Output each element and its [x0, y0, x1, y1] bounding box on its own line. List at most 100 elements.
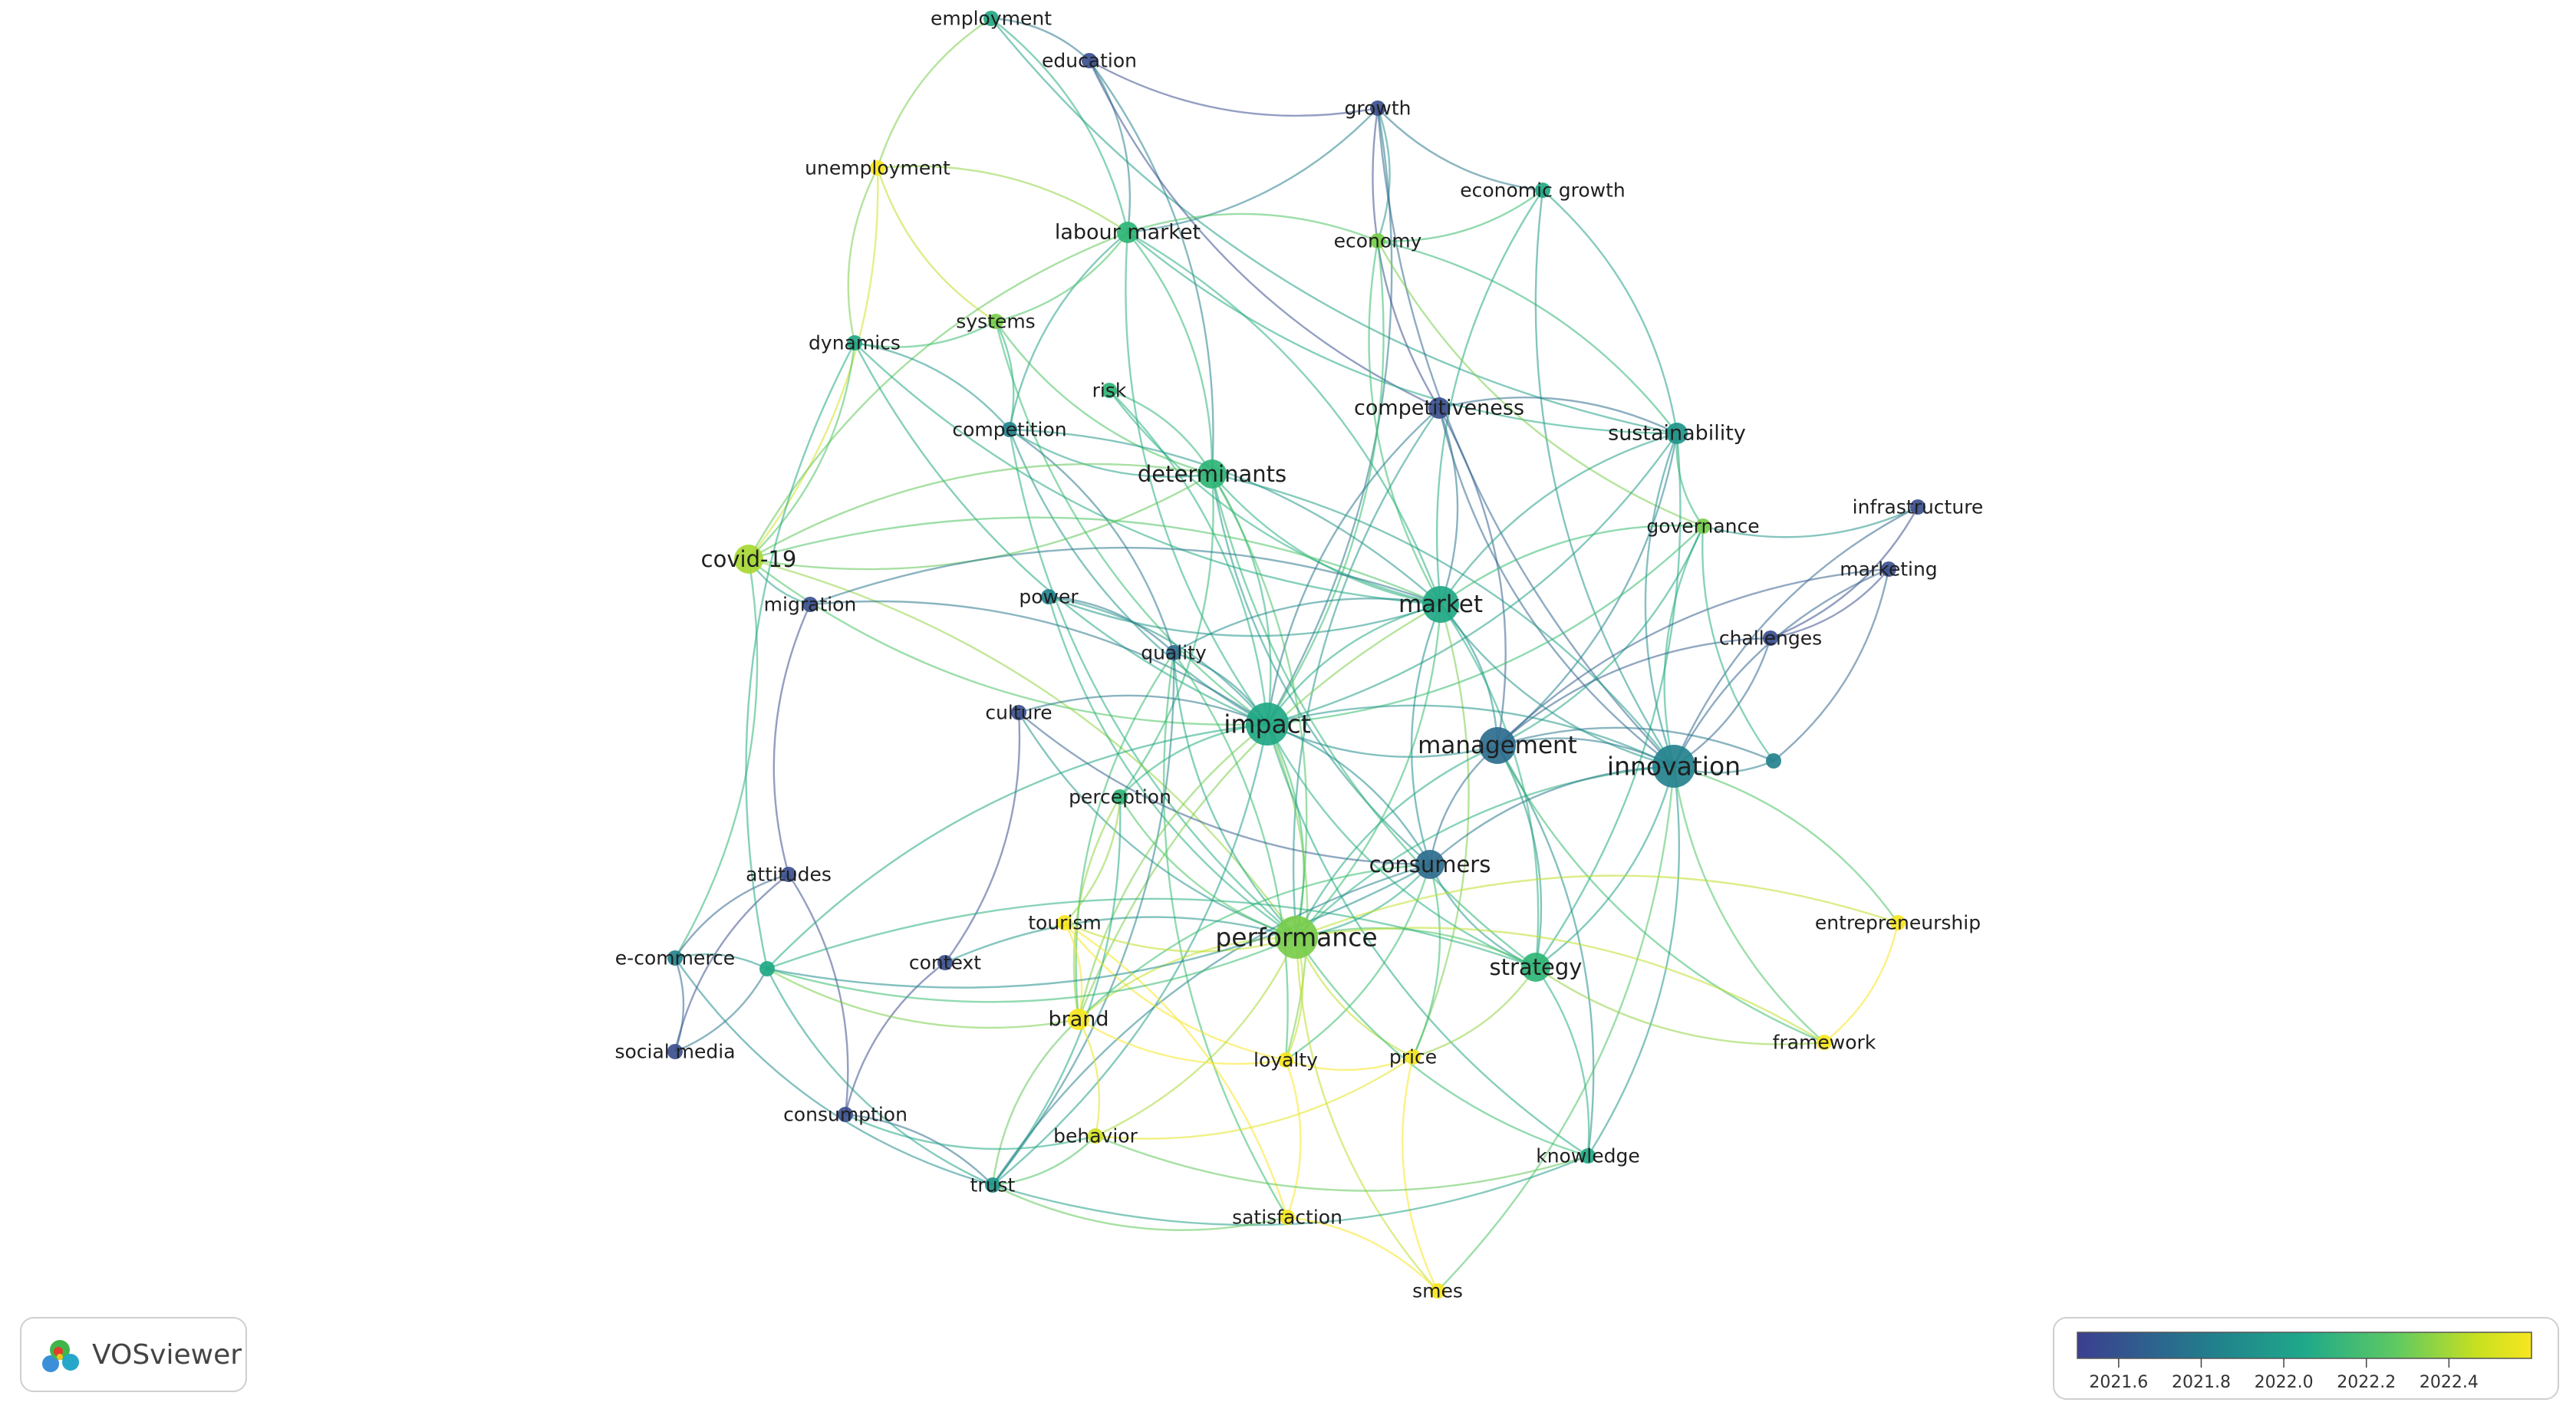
node-smes[interactable]: [1430, 1283, 1445, 1299]
node-label-smes[interactable]: smes: [1412, 1280, 1463, 1302]
node-label-competitiveness[interactable]: competitiveness: [1354, 397, 1524, 420]
node-label-employment[interactable]: employment: [931, 8, 1052, 30]
node-governance[interactable]: [1695, 518, 1711, 534]
node-market[interactable]: [1422, 586, 1459, 623]
node-label-economy[interactable]: economy: [1334, 230, 1422, 252]
node-brand[interactable]: [1068, 1009, 1089, 1030]
node-label-brand[interactable]: brand: [1048, 1008, 1108, 1032]
node-context[interactable]: [937, 955, 953, 970]
node-label-infrastructure[interactable]: infrastructure: [1853, 496, 1984, 518]
node-label-consumers[interactable]: consumers: [1369, 851, 1491, 877]
node-dynamics[interactable]: [847, 335, 862, 351]
node-determinants[interactable]: [1197, 459, 1227, 489]
node-label-entrepreneurship[interactable]: entrepreneurship: [1815, 912, 1981, 934]
node-label-challenges[interactable]: challenges: [1719, 627, 1822, 650]
node-behavior[interactable]: [1088, 1128, 1103, 1144]
node-infrastructure[interactable]: [1910, 499, 1925, 515]
node-label-satisfaction[interactable]: satisfaction: [1232, 1207, 1342, 1229]
node-label-risk[interactable]: risk: [1092, 380, 1127, 402]
node-sustainability[interactable]: [1666, 423, 1688, 444]
edge-market-brand: [1077, 603, 1441, 1020]
node-label-context[interactable]: context: [909, 952, 981, 974]
node-label-culture[interactable]: culture: [985, 702, 1052, 724]
node-label-education[interactable]: education: [1042, 50, 1137, 72]
node-risk[interactable]: [1102, 383, 1117, 398]
edge-risk-determinants: [1108, 389, 1214, 475]
edge-consumers-trust: [992, 863, 1431, 1186]
node-economy[interactable]: [1370, 233, 1385, 249]
node-social_media[interactable]: [667, 1044, 683, 1059]
node-label-competition[interactable]: competition: [952, 419, 1066, 441]
node-management[interactable]: [1479, 727, 1516, 764]
node-label-attitudes[interactable]: attitudes: [746, 864, 832, 886]
node-challenges[interactable]: [1763, 630, 1778, 646]
node-label-determinants[interactable]: determinants: [1138, 461, 1286, 487]
node-power[interactable]: [1041, 589, 1056, 604]
node-trust[interactable]: [985, 1177, 1000, 1193]
node-innovation[interactable]: [1652, 745, 1695, 788]
node-label-strategy[interactable]: strategy: [1490, 954, 1583, 980]
node-label-economic_growth[interactable]: economic growth: [1460, 179, 1626, 202]
node-label-behavior[interactable]: behavior: [1053, 1125, 1138, 1147]
node-covid19[interactable]: [734, 545, 763, 574]
node-label-systems[interactable]: systems: [956, 311, 1035, 333]
vosviewer-logo[interactable]: VOSviewer: [20, 1317, 247, 1392]
node-employment[interactable]: [983, 11, 999, 26]
node-label-consumption[interactable]: consumption: [783, 1104, 908, 1126]
node-label-labour_market[interactable]: labour market: [1055, 221, 1201, 245]
node-label-social_media[interactable]: social media: [614, 1041, 735, 1063]
node-economic_growth[interactable]: [1535, 183, 1550, 198]
node-label-governance[interactable]: governance: [1646, 515, 1759, 538]
node-label-knowledge[interactable]: knowledge: [1536, 1145, 1640, 1167]
node-label-covid19[interactable]: covid-19: [701, 546, 797, 572]
node-label-marketing[interactable]: marketing: [1840, 558, 1937, 581]
node-label-performance[interactable]: performance: [1215, 923, 1377, 953]
node-framework[interactable]: [1817, 1035, 1832, 1050]
node-label-quality[interactable]: quality: [1141, 642, 1207, 664]
node-price[interactable]: [1405, 1049, 1421, 1065]
node-migration[interactable]: [802, 597, 818, 612]
node-unemployment[interactable]: [870, 160, 885, 176]
node-ecommerce[interactable]: [667, 950, 683, 966]
node-label-unemployment[interactable]: unemployment: [805, 157, 950, 179]
node-loyalty[interactable]: [1278, 1052, 1293, 1068]
node-tourism[interactable]: [1057, 915, 1072, 930]
node-impact[interactable]: [1246, 703, 1289, 746]
node-labour_market[interactable]: [1117, 222, 1138, 243]
node-quality[interactable]: [1166, 645, 1181, 660]
node-systems[interactable]: [988, 314, 1003, 329]
node-label-trust[interactable]: trust: [970, 1174, 1016, 1197]
node-label-perception[interactable]: perception: [1069, 786, 1171, 808]
node-knowledge[interactable]: [1580, 1148, 1596, 1164]
node-label-management[interactable]: management: [1418, 732, 1577, 759]
node-unlabeled_a[interactable]: [759, 961, 775, 976]
node-label-tourism[interactable]: tourism: [1028, 912, 1102, 934]
node-label-sustainability[interactable]: sustainability: [1608, 422, 1746, 446]
node-label-power[interactable]: power: [1019, 586, 1079, 608]
node-label-migration[interactable]: migration: [764, 594, 857, 616]
node-label-growth[interactable]: growth: [1345, 97, 1412, 120]
node-culture[interactable]: [1011, 705, 1026, 720]
node-label-dynamics[interactable]: dynamics: [809, 332, 901, 354]
node-strategy[interactable]: [1521, 953, 1550, 982]
node-entrepreneurship[interactable]: [1890, 915, 1906, 930]
node-consumers[interactable]: [1415, 850, 1444, 879]
node-perception[interactable]: [1112, 789, 1128, 805]
node-label-market[interactable]: market: [1398, 591, 1483, 618]
node-education[interactable]: [1082, 53, 1097, 68]
node-unlabeled_b[interactable]: [1766, 753, 1781, 769]
node-consumption[interactable]: [838, 1107, 853, 1122]
node-label-innovation[interactable]: innovation: [1607, 752, 1741, 782]
node-label-impact[interactable]: impact: [1224, 709, 1311, 739]
node-competitiveness[interactable]: [1428, 397, 1450, 419]
node-label-loyalty[interactable]: loyalty: [1253, 1049, 1318, 1072]
node-attitudes[interactable]: [781, 867, 796, 882]
node-label-ecommerce[interactable]: e-commerce: [615, 947, 735, 970]
node-competition[interactable]: [1002, 422, 1017, 437]
node-performance[interactable]: [1275, 916, 1318, 959]
node-growth[interactable]: [1370, 100, 1385, 116]
node-marketing[interactable]: [1881, 561, 1896, 577]
node-satisfaction[interactable]: [1280, 1210, 1295, 1225]
node-label-price[interactable]: price: [1389, 1046, 1437, 1068]
node-label-framework[interactable]: framework: [1773, 1032, 1876, 1054]
